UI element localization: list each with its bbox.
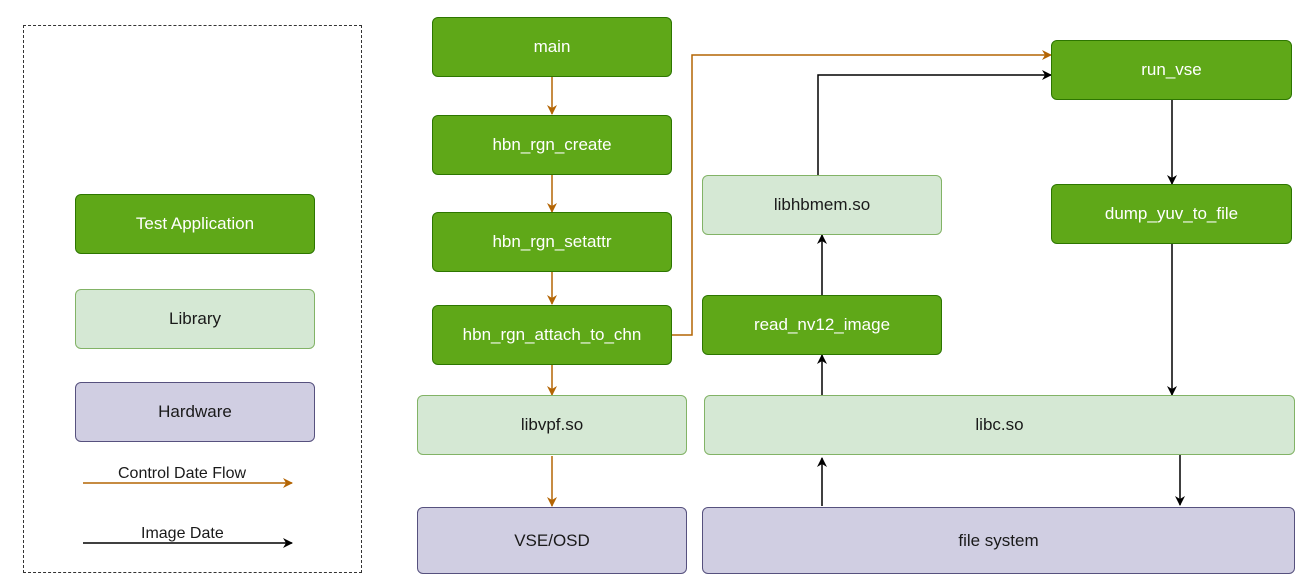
node-hbn-rgn-attach-to-chn: hbn_rgn_attach_to_chn [432,305,672,365]
node-hbn-rgn-create: hbn_rgn_create [432,115,672,175]
node-libhbmem: libhbmem.so [702,175,942,235]
node-vse-osd: VSE/OSD [417,507,687,574]
node-hbn-rgn-setattr: hbn_rgn_setattr [432,212,672,272]
node-main: main [432,17,672,77]
node-dump-yuv-to-file: dump_yuv_to_file [1051,184,1292,244]
legend-control-flow-label: Control Date Flow [118,465,247,482]
legend-frame [23,25,362,573]
node-libvpf: libvpf.so [417,395,687,455]
legend-test-application: Test Application [75,194,315,254]
arrow-libhbmem-to-run-vse [817,70,1052,175]
arrow-attach-to-run-vse [672,50,1052,336]
legend-library: Library [75,289,315,349]
node-libc: libc.so [704,395,1295,455]
legend-image-flow-label: Image Date [141,525,224,542]
node-run-vse: run_vse [1051,40,1292,100]
node-file-system: file system [702,507,1295,574]
legend-hardware: Hardware [75,382,315,442]
node-read-nv12-image: read_nv12_image [702,295,942,355]
